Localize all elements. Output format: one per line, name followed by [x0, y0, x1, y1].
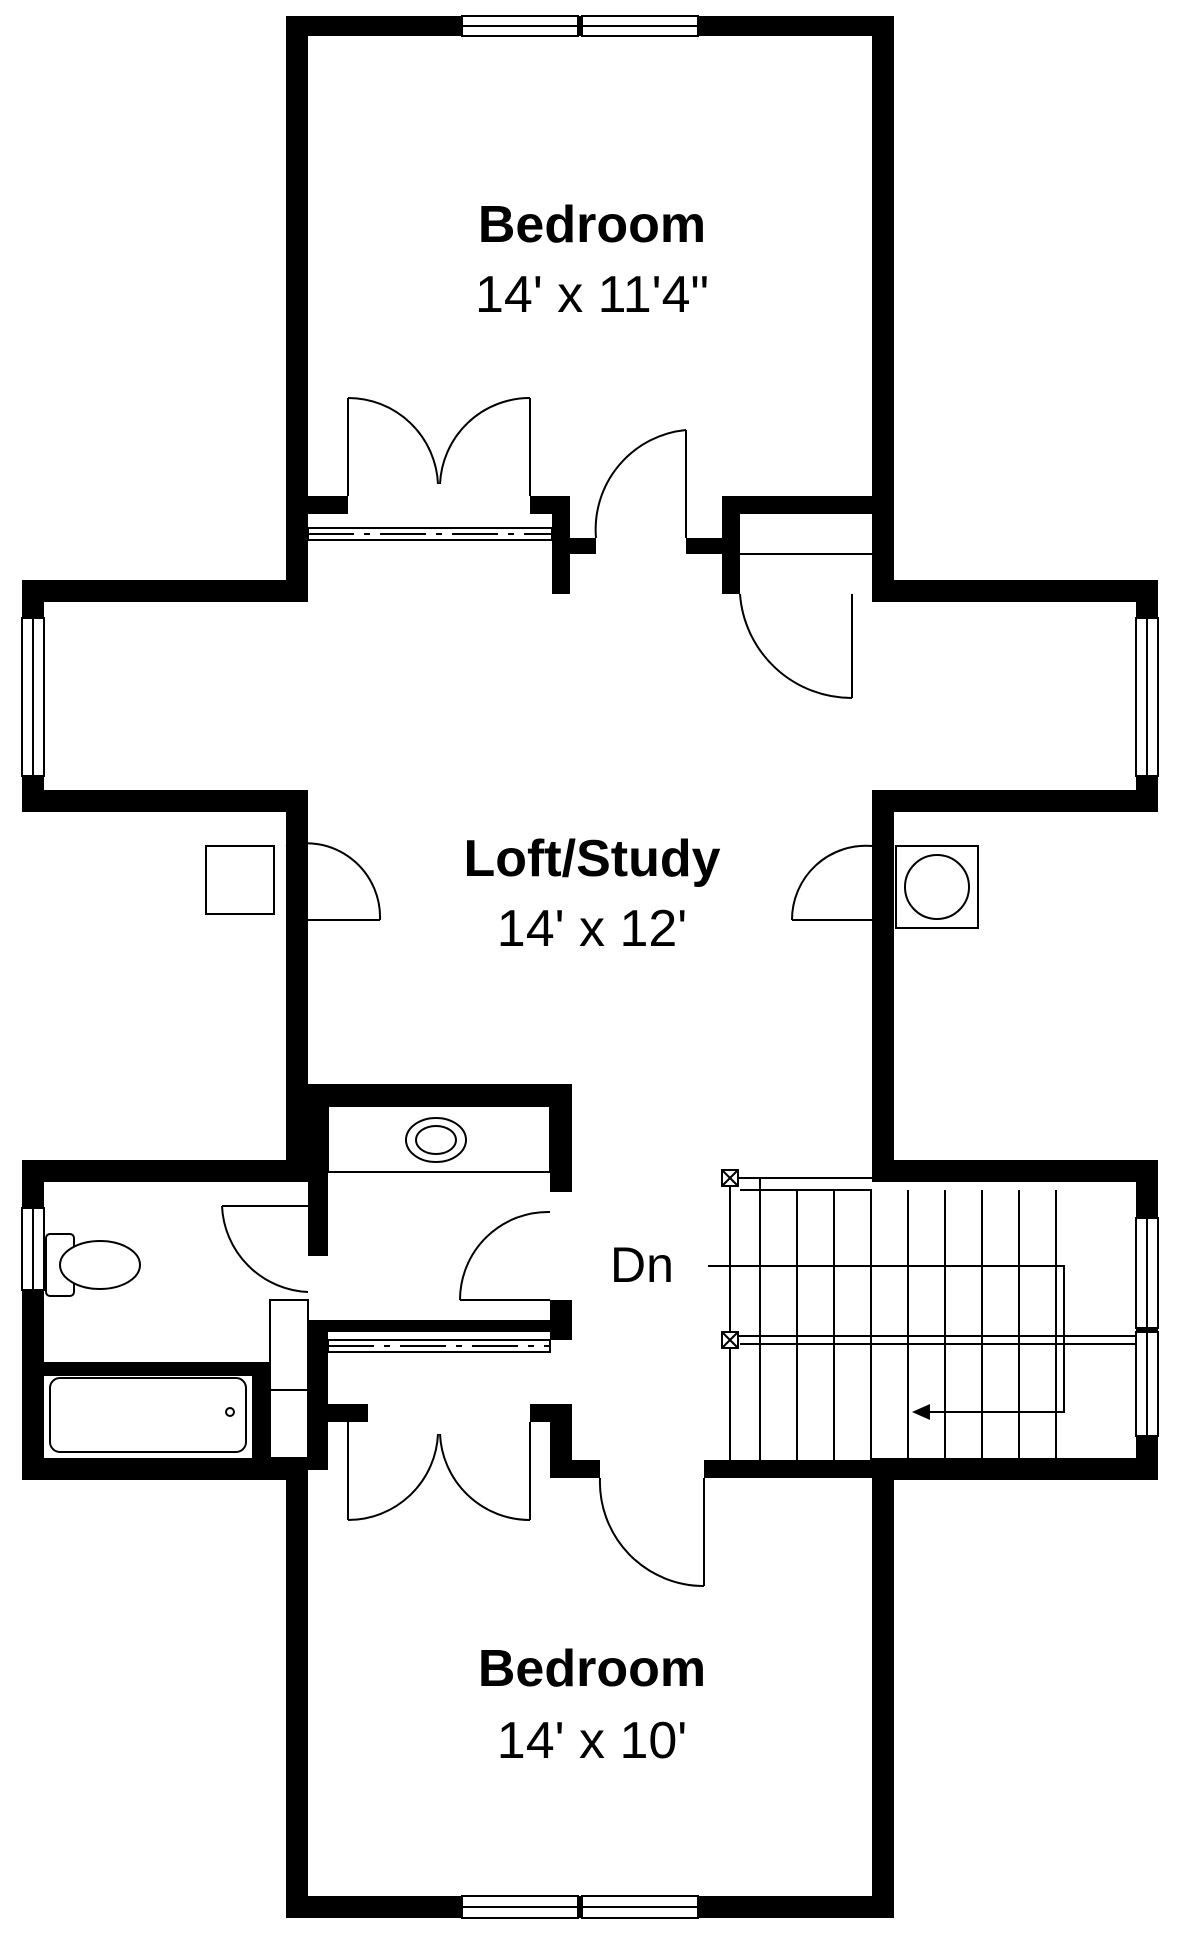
bathroom-door[interactable] — [221, 1205, 309, 1293]
bathroom — [44, 1084, 572, 1459]
room-name-bottom-bedroom: Bedroom — [478, 1640, 706, 1698]
room-dim-bottom-bedroom: 14' x 10' — [497, 1712, 687, 1770]
storage-door-left[interactable] — [285, 842, 382, 921]
stairs-down-label: Dn — [610, 1237, 674, 1293]
linen-closet-door[interactable] — [739, 593, 853, 700]
arrow-head-icon — [912, 1404, 930, 1420]
stair-treads — [740, 1189, 1057, 1460]
room-name-loft: Loft/Study — [463, 830, 720, 888]
storage-box-left — [205, 845, 275, 915]
water-heater-door[interactable] — [790, 844, 873, 921]
vanity-door[interactable] — [459, 1210, 551, 1301]
room-name-top-bedroom: Bedroom — [478, 196, 706, 254]
bottom-bedroom-fixtures — [308, 1320, 872, 1587]
windows — [21, 15, 1159, 1919]
bathtub-icon — [44, 1362, 270, 1458]
closet-door-bottom[interactable] — [347, 1422, 531, 1522]
room-labels: Bedroom 14' x 11'4" Loft/Study 14' x 12'… — [463, 196, 720, 1770]
bedroom-door-top[interactable] — [570, 429, 730, 554]
staircase — [708, 1169, 1136, 1460]
room-dim-loft: 14' x 12' — [497, 900, 687, 958]
bedroom-door-bottom[interactable] — [598, 1460, 872, 1587]
linen-closet — [722, 496, 872, 594]
loft-fixtures — [205, 842, 979, 929]
closet-door-top[interactable] — [347, 396, 531, 496]
room-dim-top-bedroom: 14' x 11'4" — [475, 266, 709, 324]
sink-icon — [405, 1117, 467, 1163]
toilet-icon — [45, 1233, 141, 1297]
water-heater-icon — [904, 854, 970, 920]
top-bedroom-fixtures — [307, 396, 872, 700]
stair-direction-arrow — [708, 1265, 1065, 1413]
